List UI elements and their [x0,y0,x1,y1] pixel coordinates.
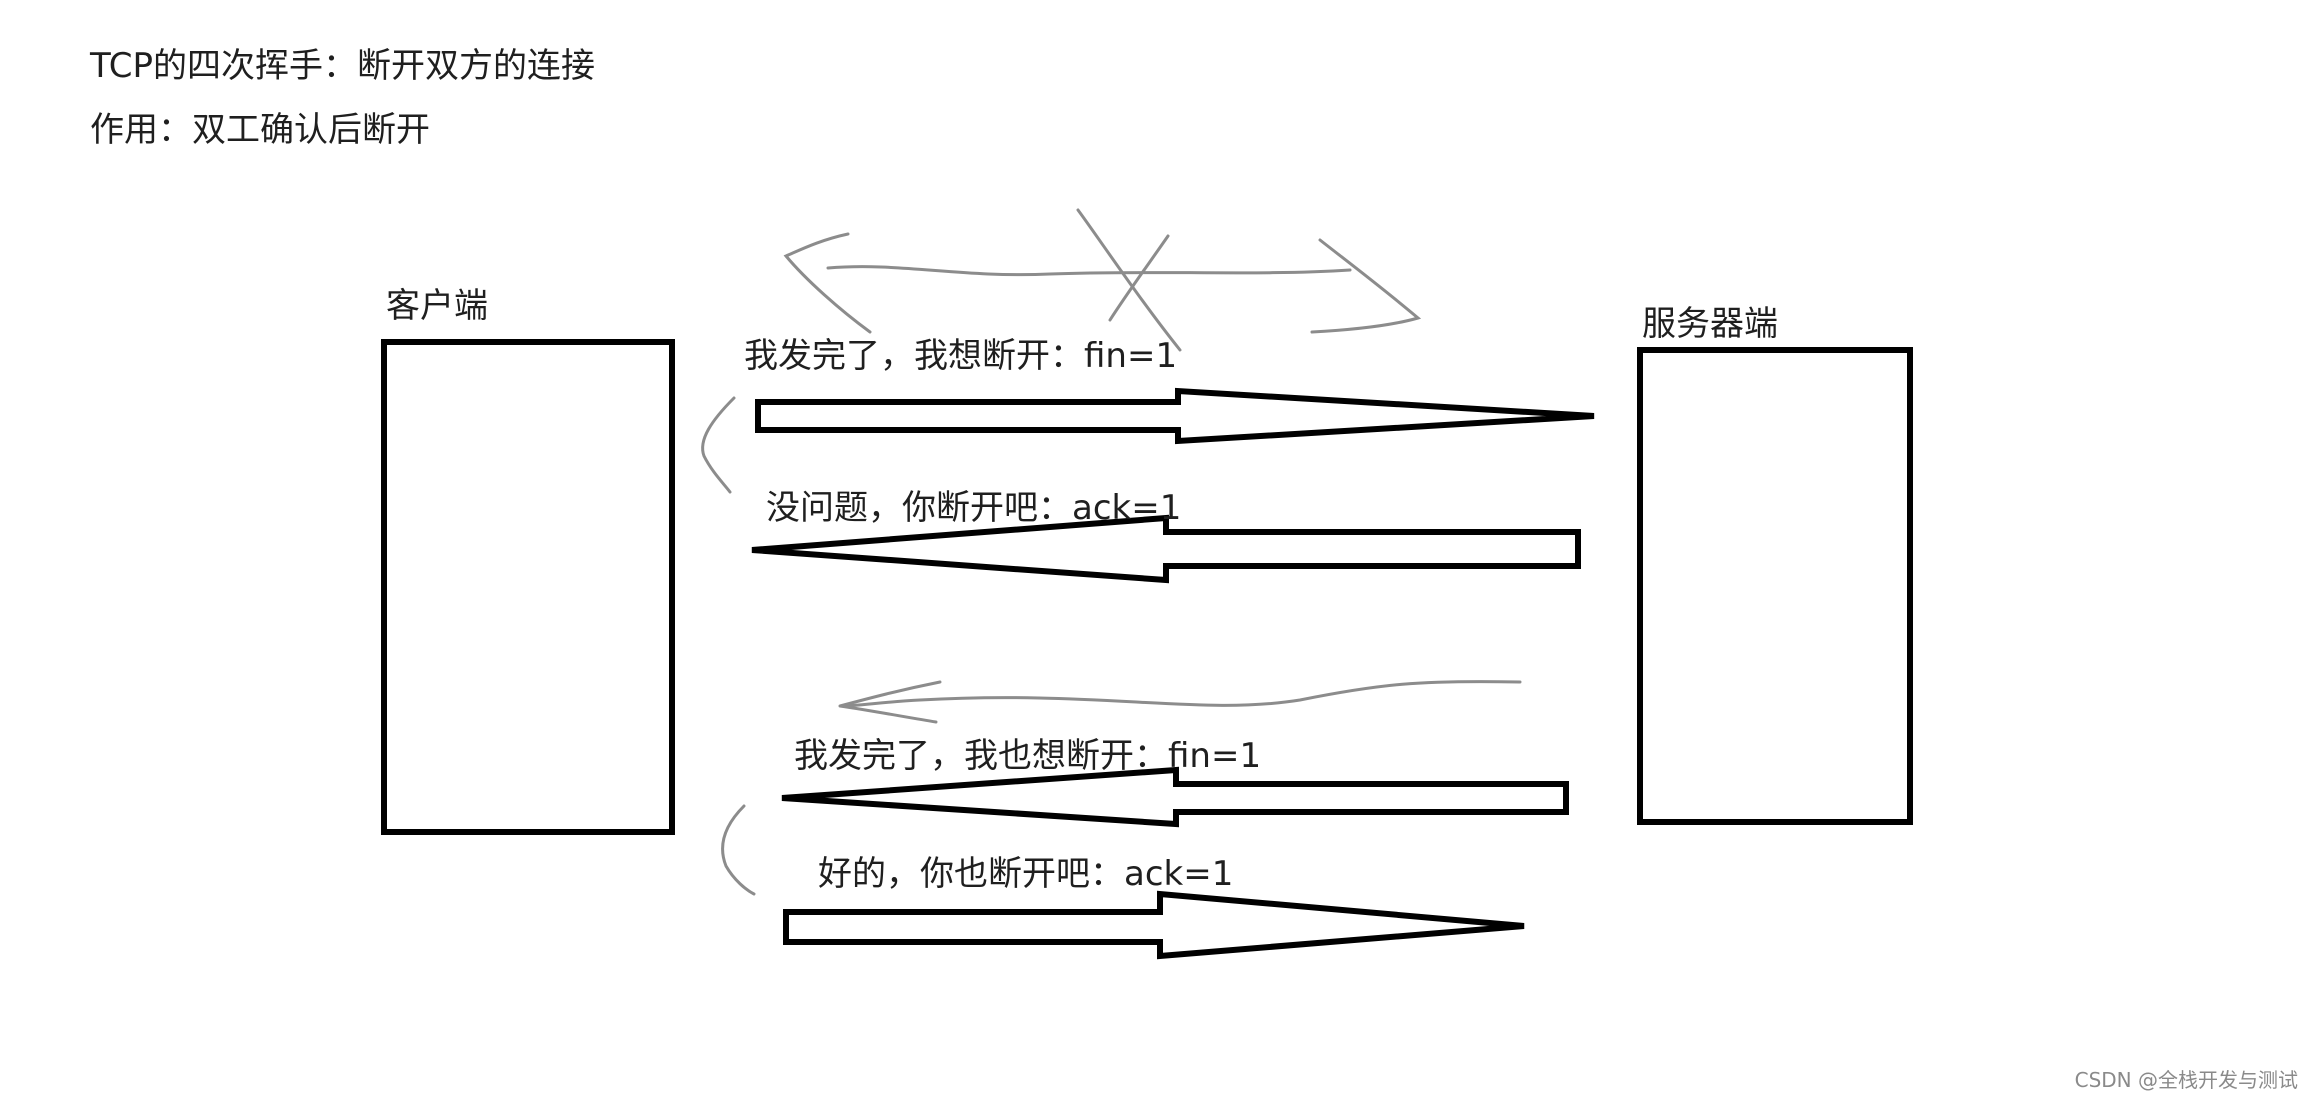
arrow-ack-server-to-client [751,514,1581,584]
sketch-brace-bottom [721,804,756,896]
message-label-fin-client: 我发完了，我想断开：fin=1 [744,336,1178,376]
server-box [1637,347,1913,825]
diagram-title: TCP的四次挥手：断开双方的连接 [90,46,596,86]
sketch-bidirectional-arrow [783,208,1422,352]
arrow-fin-server-to-client [781,766,1569,828]
server-label: 服务器端 [1642,304,1778,344]
sketch-left-arrow [838,680,1522,724]
sketch-brace-top [701,396,736,494]
client-box [381,339,675,835]
arrow-ack-client-to-server [783,890,1525,960]
diagram-subtitle: 作用：双工确认后断开 [90,110,430,150]
watermark: CSDN @全栈开发与测试 [2074,1068,2298,1092]
arrow-fin-client-to-server [755,387,1595,445]
message-label-ack-client: 好的，你也断开吧：ack=1 [818,854,1234,894]
client-label: 客户端 [386,286,488,326]
message-label-fin-server: 我发完了，我也想断开：fin=1 [794,736,1262,776]
message-label-ack-server: 没问题，你断开吧：ack=1 [766,488,1182,528]
